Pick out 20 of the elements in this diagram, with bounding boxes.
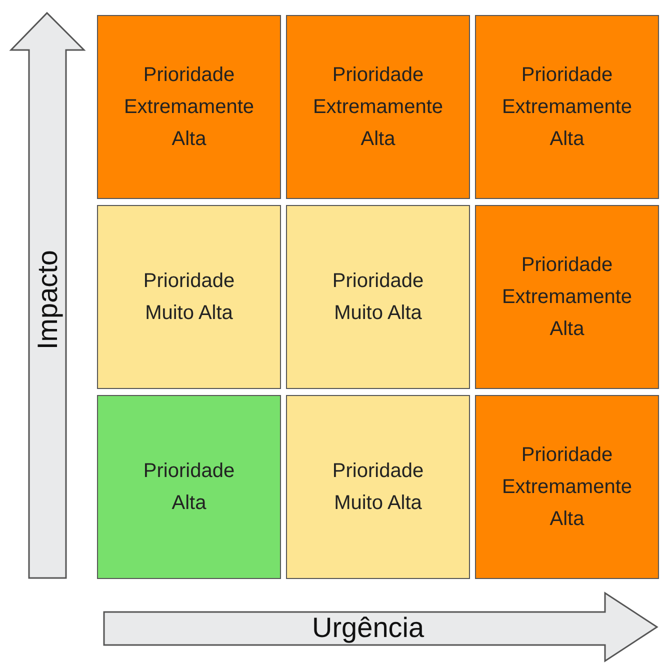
priority-label: Prioridade Extremamente Alta — [502, 63, 632, 152]
priority-cell — [286, 205, 470, 389]
priority-cell — [475, 395, 659, 579]
priority-label: Prioridade Alta — [143, 459, 235, 516]
priority-label: Prioridade Muito Alta — [332, 459, 424, 516]
priority-label: Prioridade Muito Alta — [332, 269, 424, 326]
priority-cell — [286, 395, 470, 579]
priority-label: Prioridade Muito Alta — [143, 269, 235, 326]
axis-label: Impacto — [32, 250, 64, 350]
priority-cell — [97, 15, 281, 199]
priority-cell — [475, 15, 659, 199]
axis-label: Urgência — [312, 612, 424, 644]
priority-cell — [97, 205, 281, 389]
priority-label: Prioridade Extremamente Alta — [502, 443, 632, 532]
priority-cell — [97, 395, 281, 579]
priority-cell — [475, 205, 659, 389]
priority-cell — [286, 15, 470, 199]
priority-label: Prioridade Extremamente Alta — [124, 63, 254, 152]
priority-label: Prioridade Extremamente Alta — [312, 63, 444, 152]
priority-label: Prioridade Extremamente Alta — [502, 253, 632, 342]
